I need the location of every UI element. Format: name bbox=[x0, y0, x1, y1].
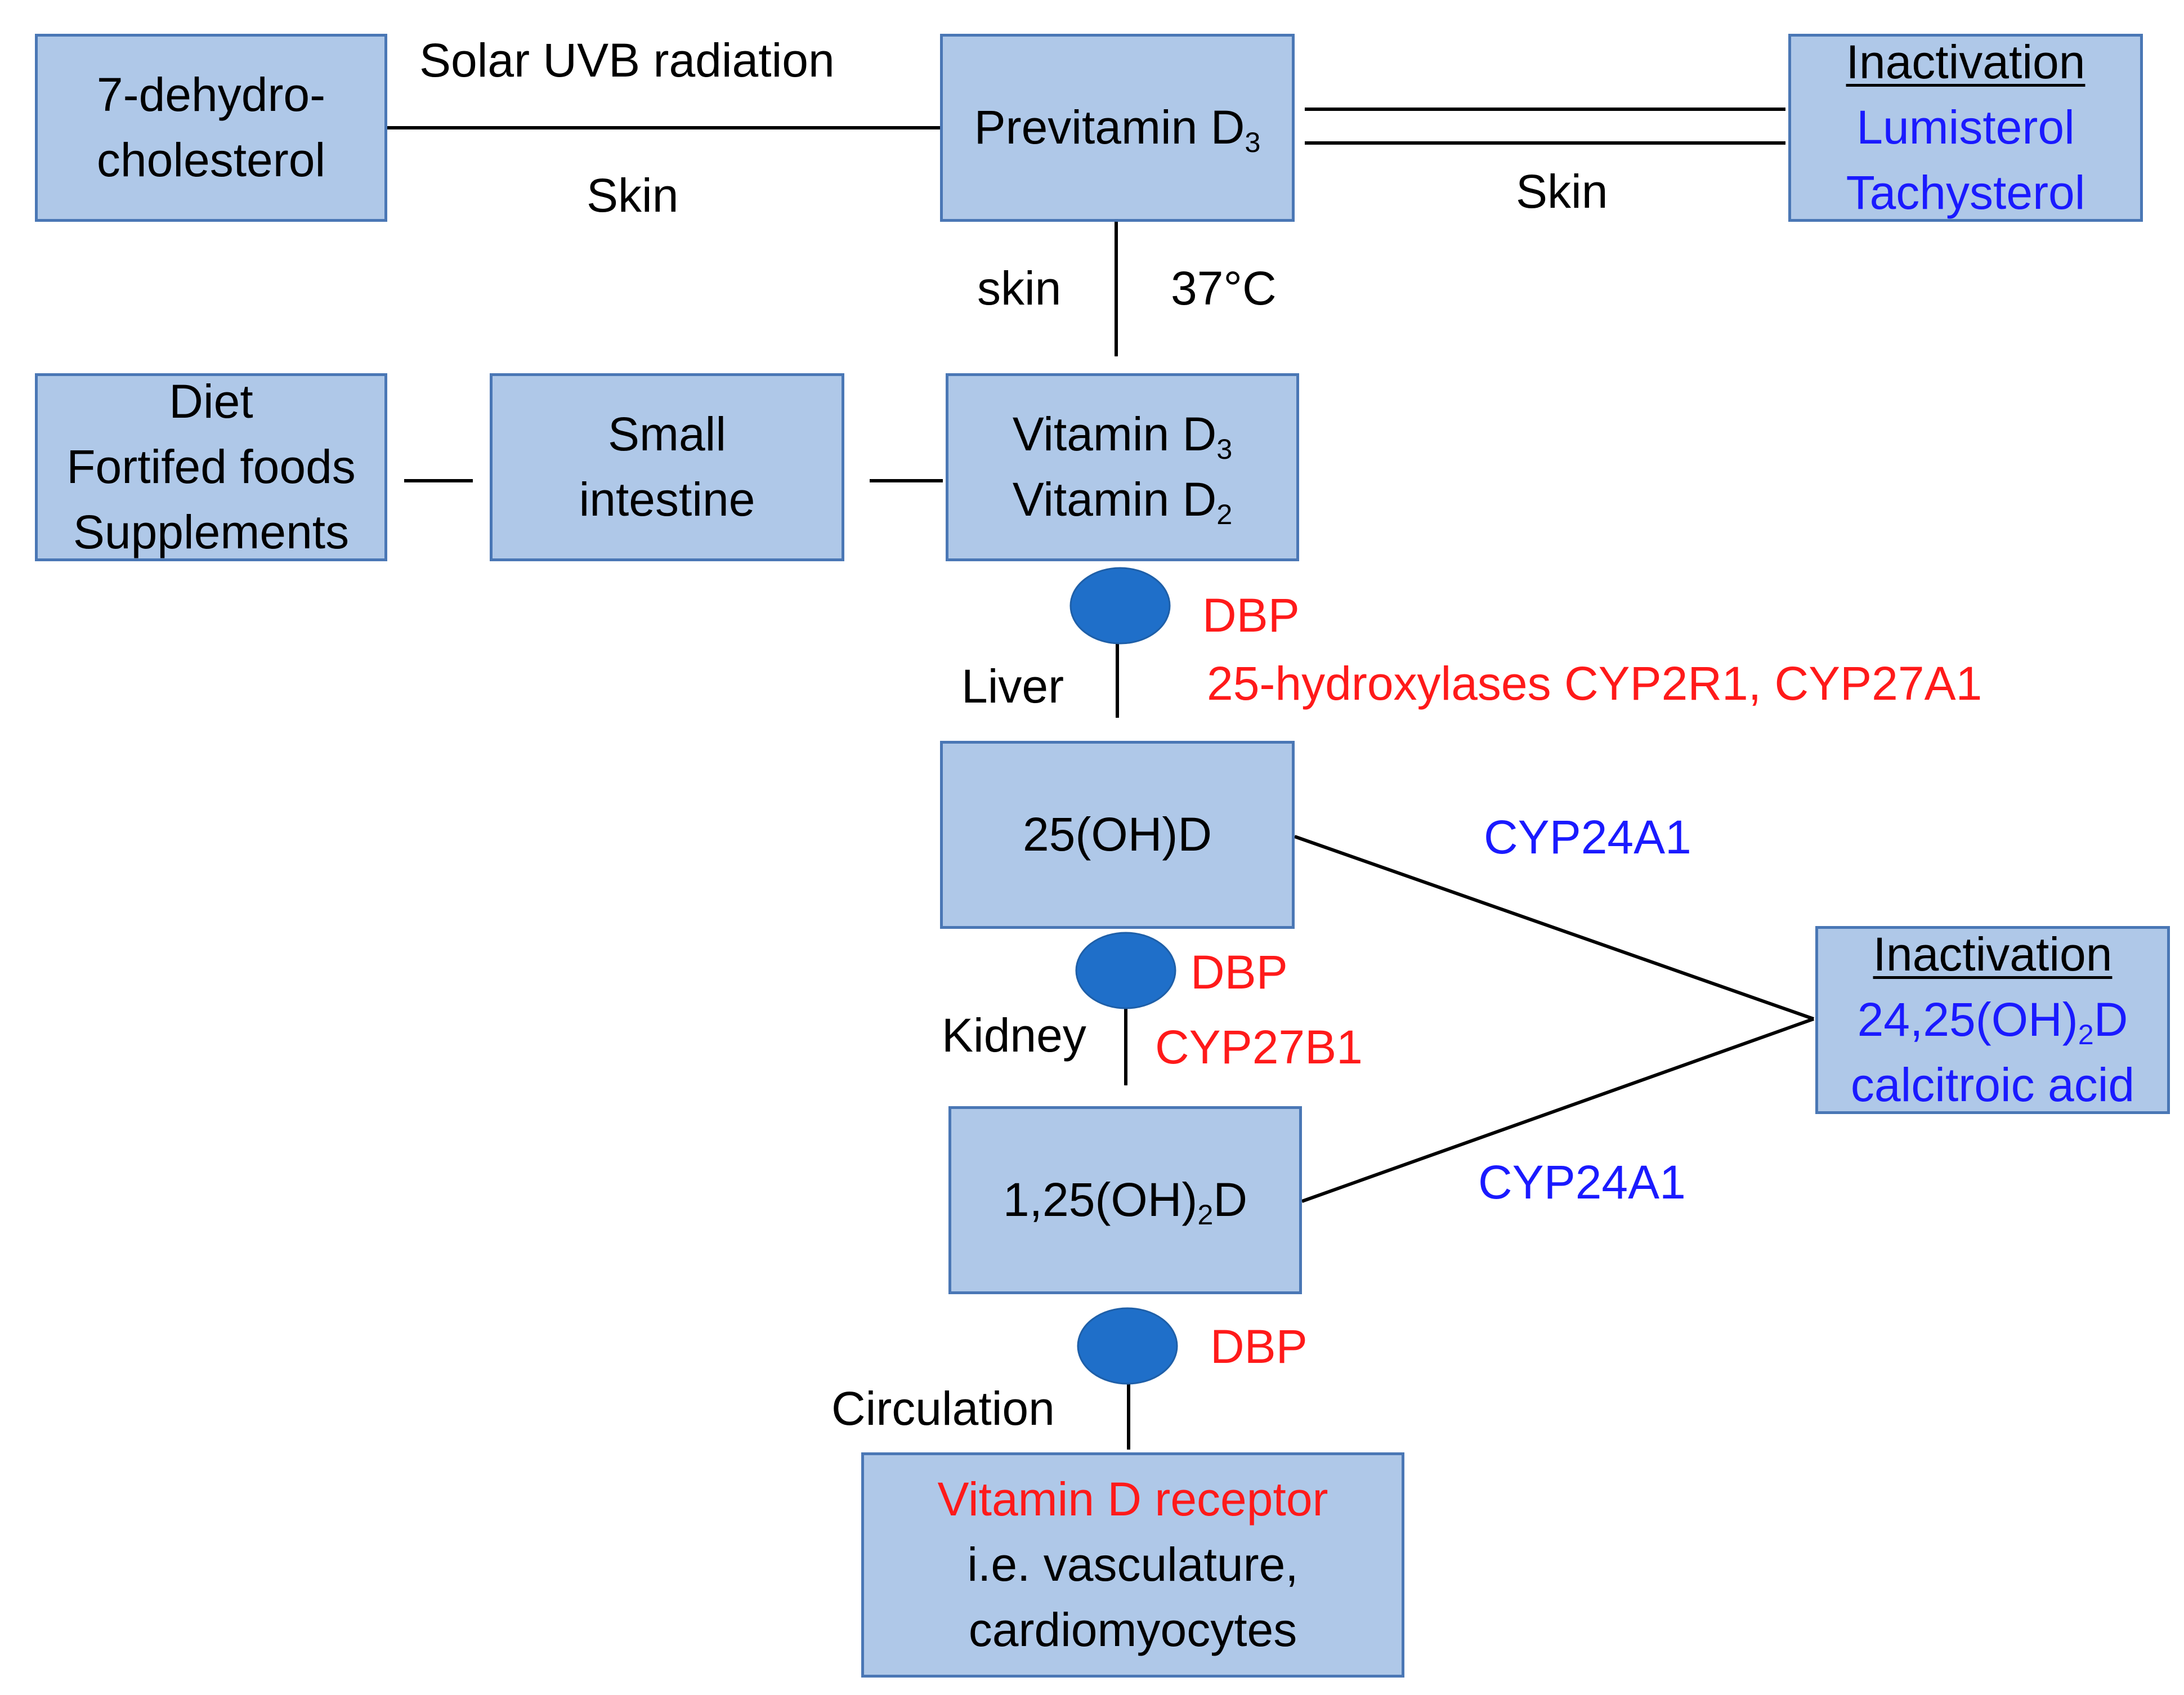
label-solar-uvb: Solar UVB radiation bbox=[419, 34, 835, 87]
inactivation-right-heading: Inactivation bbox=[1873, 928, 2113, 981]
box-vitamin-d-receptor: Vitamin D receptor i.e. vasculature, car… bbox=[861, 1452, 1404, 1678]
diet-line1: Diet bbox=[169, 375, 253, 428]
inactivation-top-heading: Inactivation bbox=[1846, 35, 2085, 89]
dehydro-line1: 7-dehydro- bbox=[96, 68, 326, 122]
box-25ohd: 25(OH)D bbox=[940, 741, 1295, 929]
receptor-line2: i.e. vasculature, bbox=[967, 1538, 1299, 1591]
box-vitamin-d: Vitamin D3 Vitamin D2 bbox=[946, 373, 1299, 561]
vitamin-d3-main: Vitamin D bbox=[1012, 408, 1217, 461]
receptor-line3: cardiomyocytes bbox=[968, 1603, 1297, 1656]
vitamin-d2-label: Vitamin D2 bbox=[1013, 467, 1233, 533]
box-7-dehydrocholesterol: 7-dehydro- cholesterol bbox=[35, 34, 387, 222]
label-cyp27b1: CYP27B1 bbox=[1155, 1021, 1363, 1074]
dihydroxy-post: D bbox=[1213, 1173, 1248, 1227]
calcitroic-acid-label: calcitroic acid bbox=[1850, 1058, 2135, 1111]
label-skin-right: Skin bbox=[1516, 165, 1608, 218]
dehydro-line2: cholesterol bbox=[96, 133, 326, 186]
dihydroxy-pre: 1,25(OH) bbox=[1003, 1173, 1198, 1227]
label-dbp-2: DBP bbox=[1191, 946, 1288, 999]
label-skin-left: Skin bbox=[587, 169, 679, 222]
label-hydroxylases: 25-hydroxylases CYP2R1, CYP27A1 bbox=[1207, 657, 1982, 710]
label-liver: Liver bbox=[961, 660, 1064, 713]
previtamin-main: Previtamin D bbox=[974, 101, 1245, 154]
dihydroxy-sub: 2 bbox=[1197, 1198, 1214, 1231]
diet-line3: Supplements bbox=[73, 505, 350, 558]
dbp-node-3 bbox=[1077, 1307, 1178, 1385]
label-cyp24a1-bottom: CYP24A1 bbox=[1478, 1156, 1686, 1209]
label-kidney: Kidney bbox=[942, 1009, 1086, 1062]
label-cyp24a1-top: CYP24A1 bbox=[1484, 811, 1691, 864]
arrow-25ohd-to-inactivation bbox=[1294, 835, 1814, 1021]
previtamin-sub: 3 bbox=[1245, 126, 1261, 159]
diet-line2: Fortifed foods bbox=[66, 440, 356, 494]
24-25-sub: 2 bbox=[2078, 1018, 2094, 1051]
tachysterol-label: Tachysterol bbox=[1846, 166, 2085, 219]
dbp-node-1 bbox=[1069, 567, 1171, 645]
24-25-post: D bbox=[2093, 993, 2128, 1046]
25ohd-label: 25(OH)D bbox=[1022, 808, 1212, 861]
intestine-line1: Small bbox=[607, 408, 727, 461]
receptor-line1: Vitamin D receptor bbox=[937, 1473, 1328, 1526]
dihydroxy-label: 1,25(OH)2D bbox=[1003, 1168, 1247, 1233]
box-previtamin-d3: Previtamin D3 bbox=[940, 34, 1295, 222]
previtamin-label: Previtamin D3 bbox=[974, 95, 1261, 160]
arrow-dihydroxy-to-inactivation bbox=[1301, 1017, 1815, 1203]
24-25-pre: 24,25(OH) bbox=[1857, 993, 2078, 1046]
label-dbp-3: DBP bbox=[1210, 1320, 1308, 1373]
intestine-line2: intestine bbox=[579, 473, 755, 526]
label-37c: 37°C bbox=[1171, 262, 1277, 315]
dbp-node-2 bbox=[1075, 932, 1176, 1009]
24-25-oh2d-label: 24,25(OH)2D bbox=[1858, 987, 2128, 1053]
vitamin-d3-sub: 3 bbox=[1216, 433, 1233, 466]
vitamin-d3-label: Vitamin D3 bbox=[1013, 402, 1233, 467]
label-circulation: Circulation bbox=[831, 1382, 1055, 1435]
box-diet: Diet Fortifed foods Supplements bbox=[35, 373, 387, 561]
lumisterol-label: Lumisterol bbox=[1856, 101, 2075, 154]
label-skin-lower: skin bbox=[977, 262, 1062, 315]
box-1-25-oh2d: 1,25(OH)2D bbox=[948, 1106, 1302, 1294]
box-small-intestine: Small intestine bbox=[490, 373, 844, 561]
box-inactivation-right: Inactivation 24,25(OH)2D calcitroic acid bbox=[1815, 926, 2170, 1114]
vitamin-d2-main: Vitamin D bbox=[1012, 473, 1217, 526]
vitamin-d2-sub: 2 bbox=[1216, 498, 1233, 531]
label-dbp-1: DBP bbox=[1202, 589, 1300, 642]
box-inactivation-top: Inactivation Lumisterol Tachysterol bbox=[1788, 34, 2143, 222]
